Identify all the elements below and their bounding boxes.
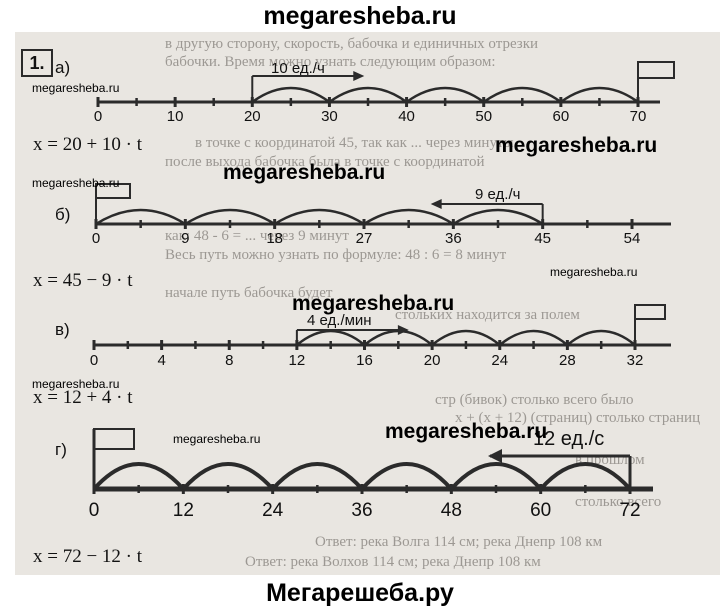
jump-arc [92,462,185,491]
flag-icon [634,304,666,320]
problem-g-formula: x = 72 − 12 · t [33,546,143,567]
arrowhead-icon [353,71,365,81]
jump-arc [405,86,485,104]
tick-label: 36 [444,230,462,247]
background-text-line: Ответ: река Волга 114 см; река Днепр 108… [315,534,603,550]
background-text-line: Ответ: река Волхов 114 см; река Днепр 10… [245,554,541,570]
background-text-line: x + (x + 12) (страниц) столько страниц [455,410,701,426]
tick-label: 18 [266,230,283,247]
watermark-large: megaresheba.ru [495,134,658,157]
number-lines [92,61,675,494]
problem-b-speed: 9 ед./ч [475,186,521,203]
problem-g-label: г) [55,440,67,459]
background-text-line: бабочки. Время можно узнать следующим об… [165,54,496,70]
tick-label: 48 [440,500,462,521]
background-text-line: после выхода бабочка была в точке с коор… [165,154,485,170]
tick-label: 0 [91,230,101,247]
problem-g-speed: 12 ед./с [533,428,605,450]
arrowhead-icon [430,199,442,209]
watermark-large: megaresheba.ru [292,292,455,315]
tick-label: 72 [619,500,641,521]
flag-icon [637,61,675,79]
background-text-line: стольких находится за полем [395,307,580,323]
problem-v-label: в) [55,320,70,339]
tick-label: 36 [351,500,373,521]
tick-label: 30 [321,108,338,125]
jump-arc [560,86,639,104]
jump-arc [449,462,543,491]
tick-label: 0 [93,108,103,125]
jump-arc [498,329,569,346]
jump-arc [181,462,275,491]
watermark-small: megaresheba.ru [173,432,261,446]
problem-b-label: б) [55,205,71,224]
watermark-small: megaresheba.ru [32,81,120,95]
background-text-line: начале путь бабочка будет [165,285,333,301]
problem-a-formula: x = 20 + 10 · t [33,134,143,155]
watermark-small: megaresheba.ru [32,377,120,391]
jump-arc [184,208,276,226]
jump-arc [452,208,544,226]
jump-arc [328,86,408,104]
tick-label: 16 [356,352,373,369]
background-text-line: Весь путь можно узнать по формуле: 48 : … [165,247,507,263]
textbook-scan: в другую сторону, скорость, бабочка и ед… [15,32,720,575]
tick-label: 10 [166,108,184,125]
tick-label: 60 [552,108,570,125]
background-text-line: стр (бивок) столько всего было [435,392,634,408]
arrowhead-icon [488,449,502,463]
tick-label: 27 [355,230,373,247]
tick-label: 60 [530,500,552,521]
background-text-line: в точке с координатой 45, так как ... че… [195,135,514,151]
tick-label: 20 [423,352,441,369]
watermark-small: megaresheba.ru [550,265,638,279]
problem-a-label: а) [55,58,71,77]
flag-icon [93,428,135,450]
flag-icon [95,183,131,199]
tick-label: 0 [89,352,99,369]
tick-label: 24 [262,500,284,521]
background-text-line: как: 48 - 6 = ... через 9 минут [165,228,349,244]
tick-label: 45 [534,230,551,247]
jump-arc [363,208,454,226]
background-text-line: в другую сторону, скорость, бабочка и ед… [165,36,539,52]
task-number: 1. [21,49,53,77]
problem-v-formula: x = 12 + 4 · t [33,387,133,408]
tick-label: 24 [491,352,509,369]
watermark-large: megaresheba.ru [223,161,386,184]
tick-label: 40 [398,108,415,125]
tick-label: 54 [623,230,641,247]
watermark-small: megaresheba.ru [32,176,120,190]
watermark-large: megaresheba.ru [385,420,548,443]
jump-arc [271,462,364,491]
tick-label: 70 [629,108,647,125]
tick-label: 0 [88,500,100,521]
tick-label: 12 [288,352,306,369]
tick-label: 8 [225,352,234,369]
tick-label: 50 [475,108,493,125]
tick-label: 20 [243,108,261,125]
jump-arc [431,329,501,346]
problem-a-speed: 10 ед./ч [271,60,325,77]
site-footer[interactable]: Мегарешеба.ру [266,579,454,607]
site-header[interactable]: megaresheba.ru [263,2,457,30]
problem-b-formula: x = 45 − 9 · t [33,270,133,291]
jump-arc [360,462,453,491]
tick-label: 28 [559,352,576,369]
jump-arc [566,329,636,346]
jump-arc [539,462,632,491]
tick-label: 32 [626,352,644,369]
background-text-line: столько всего [575,494,662,510]
tick-label: 9 [181,230,190,247]
tick-label: 12 [172,500,194,521]
jump-arc [251,86,331,104]
jump-arc [274,208,365,226]
tick-label: 4 [157,352,166,369]
jump-arc [482,86,562,104]
arrowhead-icon [397,325,409,335]
problem-v-speed: 4 ед./мин [307,312,372,329]
jump-arc [95,208,186,226]
